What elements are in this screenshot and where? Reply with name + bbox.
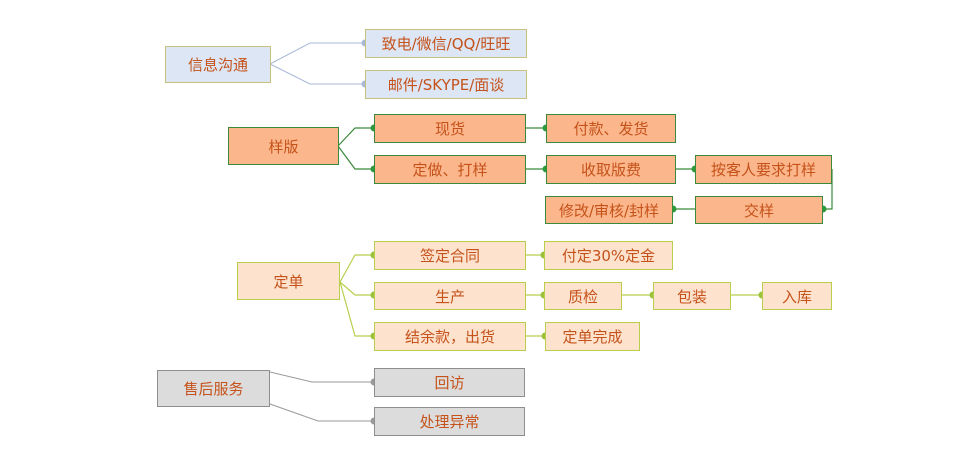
node-deposit: 付定30%定金 [544, 241, 673, 270]
node-revise-approve: 修改/审核/封样 [545, 196, 673, 224]
node-storage: 入库 [762, 282, 832, 310]
connector-after-1 [269, 371, 374, 383]
connector-after-2 [269, 403, 374, 422]
node-sample-fee: 收取版费 [546, 155, 676, 184]
node-order-complete: 定单完成 [545, 322, 640, 351]
node-production: 生产 [374, 282, 526, 310]
node-customer-request: 按客人要求打样 [695, 155, 832, 184]
node-phone-wechat-qq: 致电/微信/QQ/旺旺 [365, 29, 527, 58]
node-quality-check: 质检 [544, 282, 622, 310]
node-after-sales: 售后服务 [157, 370, 270, 407]
node-balance-ship: 结余款，出货 [374, 322, 526, 351]
connector-order-2 [339, 281, 374, 296]
node-follow-up: 回访 [374, 368, 525, 397]
connector-sample-2 [337, 145, 374, 170]
node-order: 定单 [237, 262, 340, 300]
node-custom-sample: 定做、打样 [374, 155, 526, 184]
node-deliver-sample: 交样 [695, 196, 823, 224]
node-packing: 包装 [653, 282, 731, 310]
connector-comm-2 [269, 63, 365, 85]
node-email-skype-meeting: 邮件/SKYPE/面谈 [365, 70, 527, 99]
node-communication: 信息沟通 [165, 46, 271, 83]
connector-sample-1 [337, 127, 374, 147]
node-in-stock: 现货 [374, 114, 526, 143]
node-sample: 样版 [228, 127, 339, 165]
connector-comm-1 [269, 42, 365, 65]
node-contract: 签定合同 [374, 241, 526, 270]
node-handle-exceptions: 处理异常 [374, 407, 525, 436]
connector-order-3 [339, 281, 374, 337]
connector-order-1 [339, 254, 374, 283]
node-pay-ship: 付款、发货 [546, 114, 676, 143]
